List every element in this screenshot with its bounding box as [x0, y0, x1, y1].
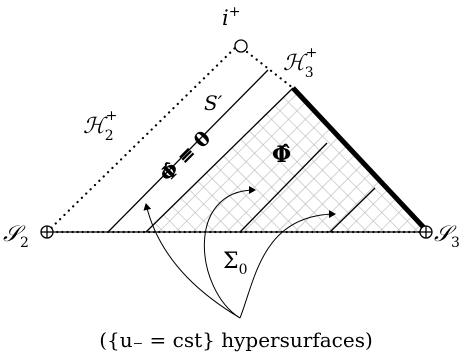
hypersurface-line-1: [145, 87, 294, 233]
label-horizon-h2: ℋ2+: [83, 108, 117, 144]
horizon-h3-thick-line: [291, 86, 430, 234]
arrow-to-hypersurface-3: [239, 210, 336, 319]
horizon-h3-dotted-upper-line: [245, 50, 295, 90]
arrow-to-hypersurface-2: [203, 186, 256, 319]
hatched-region: [146, 88, 428, 232]
label-s3: 𝒮3: [434, 222, 460, 251]
label-horizon-h3: ℋ3+: [283, 45, 317, 81]
label-i-plus: i+: [222, 4, 240, 30]
s3-endpoint-icon: [419, 225, 433, 239]
label-s2: 𝒮2: [3, 222, 29, 251]
label-hypersurfaces: ({u₋ = cst} hypersurfaces): [99, 328, 373, 352]
s-prime-line: [107, 69, 269, 233]
label-s-prime: S′: [204, 91, 223, 115]
i-plus-circle: [234, 39, 248, 53]
hypersurface-line-3: [329, 187, 376, 233]
arrow-to-hypersurface-1: [143, 203, 241, 319]
label-sigma0: Σ0: [223, 249, 247, 278]
s2-endpoint-icon: [40, 225, 54, 239]
label-phi-hat: Φ̂: [272, 142, 291, 168]
hypersurface-line-2: [239, 142, 328, 233]
